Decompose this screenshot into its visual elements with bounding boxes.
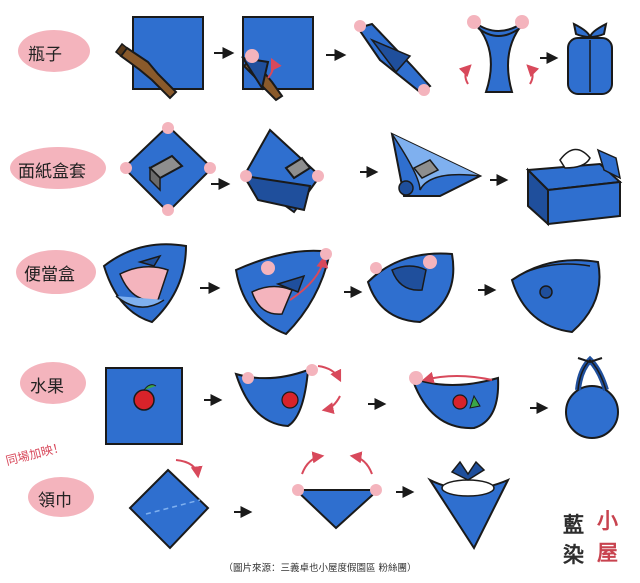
logo-char-2: 小 (597, 508, 618, 533)
tissue-step-1 (120, 122, 216, 216)
brand-logo: 藍 小 染 屋 (563, 510, 625, 576)
label-blob-fruit (20, 362, 86, 404)
bento-step-3 (366, 252, 455, 324)
bento-step-1 (102, 243, 188, 324)
logo-char-3: 染 (563, 542, 584, 567)
scarf-step-1 (128, 459, 210, 550)
row-label-bottle: 瓶子 (28, 45, 62, 65)
bento-step-2 (234, 248, 332, 336)
tissue-step-4 (525, 148, 623, 227)
row-label-scarf: 領巾 (38, 491, 72, 511)
bottle-step-3 (354, 20, 432, 96)
tissue-step-3 (390, 132, 483, 197)
bento-step-4 (510, 259, 601, 334)
label-blob-bottle (18, 30, 90, 72)
scarf-step-3 (427, 460, 511, 551)
fruit-step-4 (565, 355, 619, 439)
label-blob-tissue (10, 147, 106, 189)
row-label-fruit: 水果 (30, 377, 64, 397)
label-blob-scarf (28, 477, 94, 517)
fruit-step-1 (105, 367, 183, 445)
bottle-step-1 (114, 16, 204, 100)
logo-char-4: 屋 (597, 540, 618, 565)
logo-char-1: 藍 (563, 512, 584, 537)
label-blob-bento (16, 250, 96, 294)
bottle-step-2 (240, 16, 314, 102)
bottle-step-4 (458, 15, 540, 93)
row-label-tissue: 面紙盒套 (18, 162, 86, 182)
fruit-step-3 (409, 371, 500, 430)
bottle-step-5 (567, 22, 613, 95)
fruit-step-2 (234, 364, 342, 428)
row-label-bento: 便當盒 (24, 265, 75, 285)
image-credit: （圖片來源：三義卓也小屋度假園區 粉絲團） (223, 563, 417, 574)
tissue-step-2 (240, 128, 324, 214)
scarf-step-2 (292, 451, 382, 530)
